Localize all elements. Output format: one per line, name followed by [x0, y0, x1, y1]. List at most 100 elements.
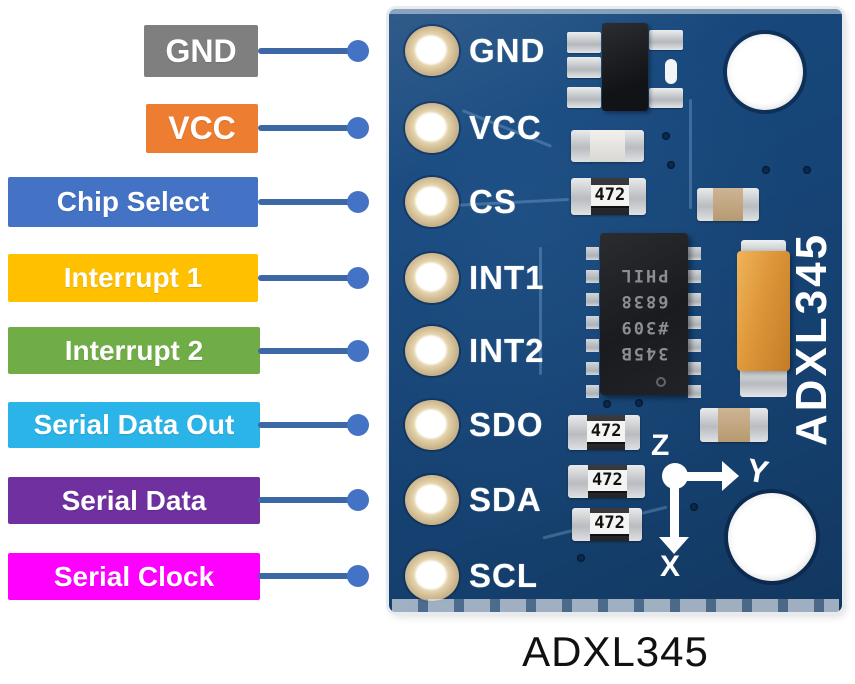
ic-marking-line: PHIL — [619, 265, 669, 285]
via — [603, 400, 611, 408]
mounting-hole-top — [727, 34, 803, 110]
regulator-pad — [649, 30, 683, 50]
regulator-pad — [567, 57, 601, 78]
silk-int2: INT2 — [469, 332, 545, 369]
smd-terminal — [700, 408, 718, 442]
pin-label-serial-data: Serial Data — [8, 477, 260, 524]
smd-resistor-472: 472 — [568, 465, 645, 498]
smd-resistor-472: 472 — [572, 508, 642, 541]
axis-y-arrow-shaft — [674, 472, 724, 481]
header-hole-int2 — [405, 326, 459, 376]
adxl345-breakout-board: GND VCC CS INT1 INT2 SDO SDA SCL 472 — [389, 9, 842, 612]
smd-capacitor — [700, 408, 768, 442]
pin-label-interrupt1: Interrupt 1 — [8, 254, 258, 302]
via — [662, 132, 670, 140]
connector-dot-vcc — [347, 117, 369, 139]
pin-label-serial-data-out: Serial Data Out — [8, 402, 260, 448]
silk-scl: SCL — [469, 557, 538, 594]
axis-y-arrowhead — [722, 461, 739, 491]
ic-marking: 345B #309 6838 PHIL — [600, 233, 688, 395]
smd-resistor-472: 472 — [571, 178, 646, 215]
smd-terminal — [626, 465, 645, 498]
axis-z-label: Z — [651, 429, 670, 462]
axis-y-label: Y — [744, 451, 772, 491]
ic-marking-line: #309 — [619, 317, 669, 337]
resistor-value-label: 472 — [588, 470, 627, 493]
connector-line-scl — [258, 573, 358, 579]
smd-capacitor — [571, 130, 644, 162]
connector-dot-cs — [347, 191, 369, 213]
header-hole-gnd — [405, 26, 459, 76]
via — [635, 399, 643, 407]
silk-int1: INT1 — [469, 259, 545, 296]
smd-terminal — [628, 508, 642, 541]
smd-terminal — [625, 415, 640, 450]
smd-body: 472 — [588, 465, 627, 498]
smd-terminal — [572, 508, 591, 541]
pin-label-gnd: GND — [144, 25, 258, 77]
regulator-pad — [567, 87, 601, 108]
axis-x-arrow-shaft — [670, 474, 679, 540]
header-hole-sda — [405, 475, 459, 525]
silk-oval-mark — [665, 59, 677, 84]
connector-line-int2 — [258, 348, 358, 354]
connector-line-vcc — [258, 125, 358, 131]
smd-terminal — [625, 130, 644, 162]
header-hole-cs — [405, 177, 459, 227]
resistor-value-label: 472 — [590, 185, 630, 208]
pin-label-chip-select: Chip Select — [8, 177, 258, 227]
pcb-trace — [689, 99, 692, 209]
pin-label-interrupt2: Interrupt 2 — [8, 327, 260, 374]
header-hole-sdo — [405, 400, 459, 450]
connector-line-cs — [258, 199, 358, 205]
silk-gnd: GND — [469, 32, 546, 69]
smd-terminal — [568, 465, 589, 498]
board-side-label: ADXL345 — [787, 231, 836, 447]
smd-body: 472 — [586, 415, 626, 450]
connector-dot-scl — [347, 565, 369, 587]
via — [577, 554, 585, 562]
via — [803, 166, 811, 174]
connector-dot-gnd — [347, 40, 369, 62]
pin-label-serial-clock: Serial Clock — [8, 553, 260, 600]
board-top-edge — [389, 9, 842, 14]
smd-terminal — [697, 188, 714, 221]
axis-x-label: X — [660, 550, 681, 583]
resistor-value-label: 472 — [586, 421, 626, 444]
via — [762, 166, 770, 174]
smd-body — [713, 188, 743, 221]
ic-marking-line: 345B — [619, 343, 669, 363]
connector-dot-sdo — [347, 414, 369, 436]
smd-resistor-472: 472 — [568, 415, 640, 450]
ic-pin1-mark — [656, 377, 666, 387]
connector-dot-sda — [347, 489, 369, 511]
ic-marking-line: 6838 — [619, 291, 669, 311]
smd-terminal — [571, 130, 590, 162]
connector-line-sda — [258, 497, 358, 503]
via — [667, 161, 675, 169]
smd-terminal — [750, 408, 768, 442]
pin-label-vcc: VCC — [146, 104, 258, 153]
silk-sda: SDA — [469, 481, 542, 518]
axis-x-arrowhead — [659, 537, 689, 554]
tantalum-capacitor — [737, 251, 790, 371]
adxl345-ic: 345B #309 6838 PHIL — [600, 233, 688, 395]
smd-body — [717, 408, 751, 442]
smd-body — [589, 130, 626, 162]
board-bottom-tinning — [392, 599, 839, 612]
smd-body: 472 — [590, 508, 629, 541]
connector-line-sdo — [258, 422, 358, 428]
ic-pins-left — [586, 247, 599, 399]
connector-line-int1 — [258, 275, 358, 281]
regulator-pad — [567, 32, 601, 53]
silk-sdo: SDO — [469, 406, 544, 443]
header-hole-int1 — [405, 253, 459, 303]
smd-body: 472 — [590, 178, 630, 215]
regulator-pad — [649, 88, 683, 108]
smd-terminal — [742, 188, 759, 221]
board-caption: ADXL345 — [522, 628, 709, 675]
connector-dot-int2 — [347, 340, 369, 362]
resistor-value-label: 472 — [590, 513, 629, 536]
pcb-trace — [539, 247, 542, 375]
